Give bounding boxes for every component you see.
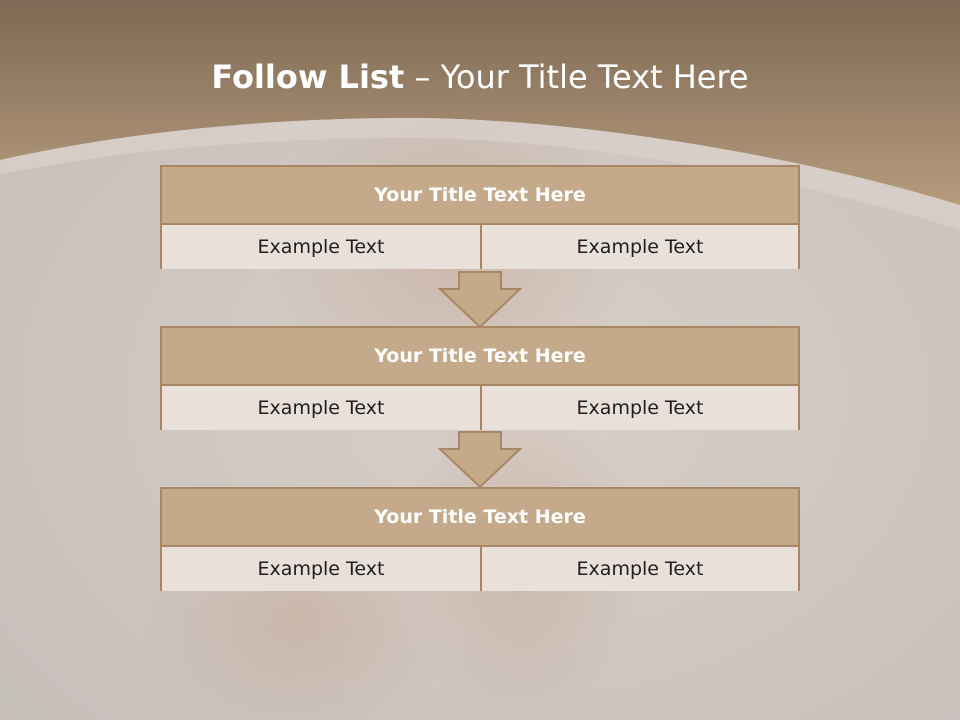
slide-title: Follow List – Your Title Text Here — [0, 52, 960, 102]
down-arrow-icon — [438, 271, 522, 329]
step-box-3: Your Title Text Here Example Text Exampl… — [160, 487, 800, 591]
down-arrow-icon — [438, 431, 522, 489]
step-cell-right: Example Text — [482, 547, 798, 591]
step-cell-left: Example Text — [162, 386, 482, 430]
header-band — [0, 0, 960, 205]
step-title: Your Title Text Here — [162, 167, 798, 225]
step-box-1: Your Title Text Here Example Text Exampl… — [160, 165, 800, 269]
slide-title-bold: Follow List — [211, 58, 405, 96]
step-box-2: Your Title Text Here Example Text Exampl… — [160, 326, 800, 430]
step-cell-left: Example Text — [162, 225, 482, 269]
step-title: Your Title Text Here — [162, 328, 798, 386]
step-cell-left: Example Text — [162, 547, 482, 591]
step-title: Your Title Text Here — [162, 489, 798, 547]
step-cell-right: Example Text — [482, 386, 798, 430]
step-cell-right: Example Text — [482, 225, 798, 269]
slide-title-rest: – Your Title Text Here — [414, 58, 749, 96]
